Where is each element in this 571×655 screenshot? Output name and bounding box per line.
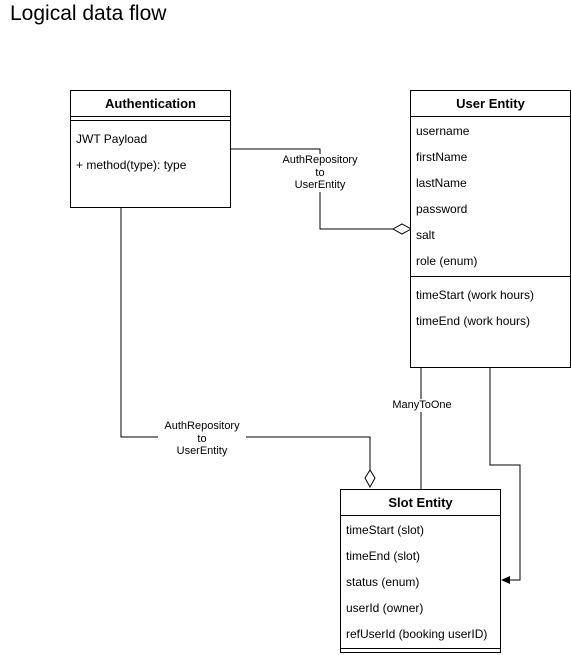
method-row: timeEnd (work hours) bbox=[416, 314, 531, 328]
method-row: timeStart (work hours) bbox=[416, 288, 535, 302]
attribute-row: username bbox=[416, 124, 470, 138]
edge-label-auth-slot: AuthRepository to UserEntity bbox=[158, 420, 246, 458]
class-user-entity: User Entity username firstName lastName … bbox=[410, 90, 571, 368]
attribute-row: salt bbox=[416, 228, 435, 242]
attribute-row: timeEnd (slot) bbox=[346, 549, 421, 563]
arrowhead-left-icon bbox=[501, 576, 510, 584]
class-title: User Entity bbox=[411, 91, 570, 117]
attribute-row: JWT Payload bbox=[76, 132, 148, 146]
attribute-row: refUserId (booking userID) bbox=[346, 627, 488, 641]
method-row: + method(type): type bbox=[76, 158, 187, 172]
attribute-row: lastName bbox=[416, 176, 467, 190]
attribute-row: status (enum) bbox=[346, 575, 420, 589]
page-title: Logical data flow bbox=[10, 2, 167, 25]
class-authentication: Authentication JWT Payload + method(type… bbox=[70, 90, 231, 208]
attribute-row: role (enum) bbox=[416, 254, 478, 268]
attribute-row: timeStart (slot) bbox=[346, 523, 425, 537]
class-slot-entity: Slot Entity timeStart (slot) timeEnd (sl… bbox=[340, 489, 501, 653]
attribute-row: firstName bbox=[416, 150, 468, 164]
edge-label-auth-user: AuthRepository to UserEntity bbox=[276, 154, 364, 192]
aggregation-diamond-icon bbox=[391, 223, 413, 235]
class-title: Authentication bbox=[71, 91, 230, 117]
edge-label-many-to-one: ManyToOne bbox=[391, 399, 453, 412]
class-title: Slot Entity bbox=[341, 490, 500, 516]
attribute-row: userId (owner) bbox=[346, 601, 424, 615]
aggregation-diamond-icon bbox=[364, 469, 376, 489]
edge-user-slot bbox=[489, 368, 521, 581]
attribute-row: password bbox=[416, 202, 468, 216]
